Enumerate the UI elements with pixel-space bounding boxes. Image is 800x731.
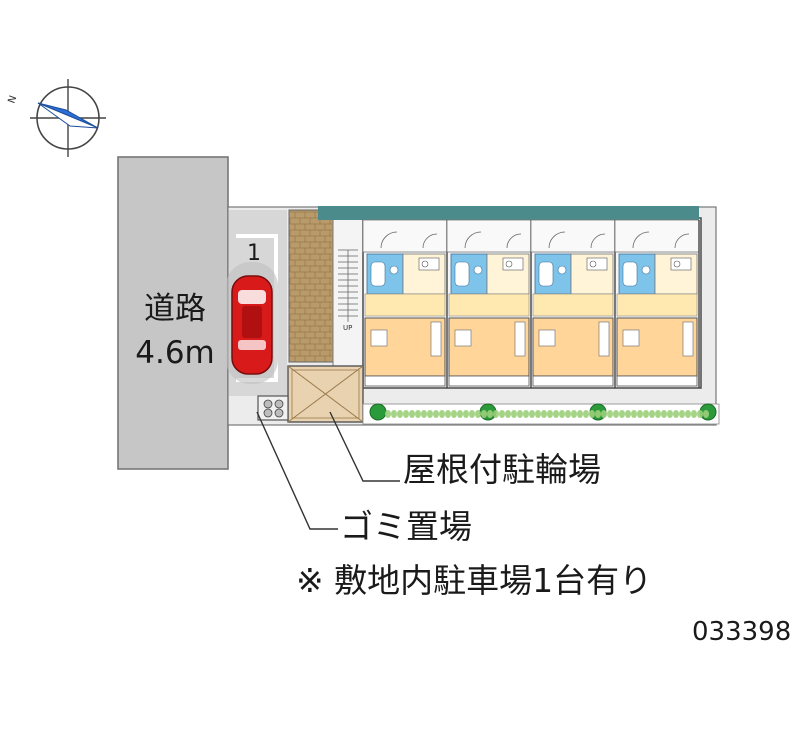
- apartment-unit: [530, 219, 616, 388]
- bicycle-parking-leader-line: [329, 411, 400, 482]
- compass-icon: N: [6, 79, 106, 157]
- road-width: 4.6m: [135, 335, 215, 371]
- apartment-units: [362, 219, 700, 388]
- hedge-plants: [369, 403, 717, 421]
- car-icon: [231, 275, 273, 375]
- parking-note: ※ 敷地内駐車場1台有り: [296, 561, 653, 600]
- stairs-up-label: UP: [343, 324, 353, 332]
- building-roof-edge: [318, 206, 699, 220]
- apartment-unit: [446, 219, 532, 388]
- apartment-unit: [362, 219, 448, 388]
- brick-pattern: [289, 211, 332, 362]
- parking-space-number: 1: [247, 241, 261, 266]
- compass-north-label: N: [6, 94, 19, 105]
- trash-area-leader-line: [256, 411, 338, 530]
- road-area: [117, 156, 229, 470]
- property-id: 033398: [692, 617, 792, 647]
- trash-area-label: ゴミ置場: [340, 507, 472, 546]
- bicycle-parking: [287, 365, 364, 423]
- trash-area: [257, 395, 289, 421]
- stairs: [338, 249, 358, 322]
- brick-walkway: [288, 209, 334, 363]
- road-label: 道路: [144, 291, 206, 327]
- bicycle-parking-label: 屋根付駐輪場: [403, 450, 601, 489]
- apartment-unit: [614, 219, 700, 388]
